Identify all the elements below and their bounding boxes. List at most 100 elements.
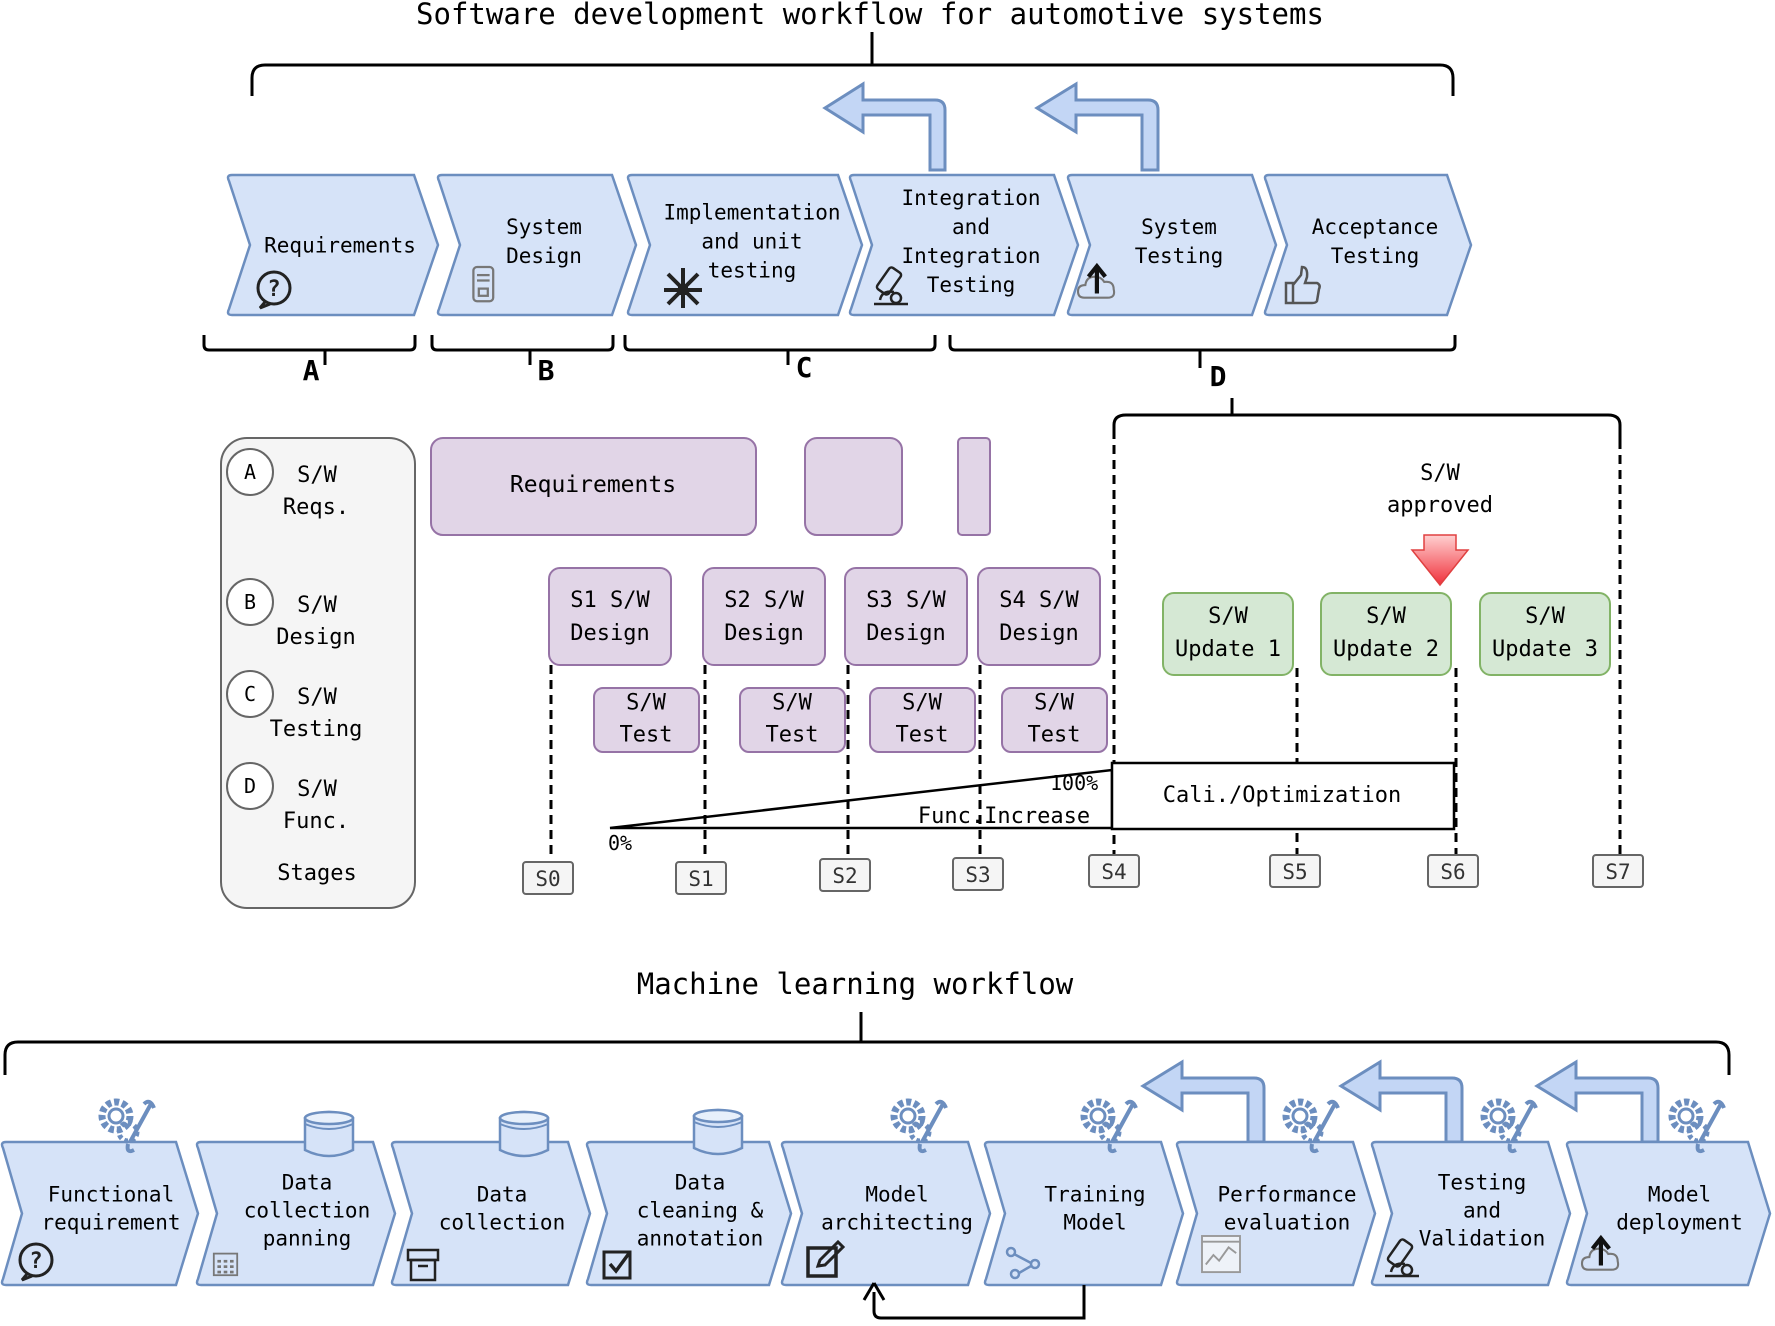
stage-label-s4: S4: [1088, 854, 1140, 888]
ml-workflow-title: Machine learning workflow: [637, 967, 1074, 1001]
database-icon: [498, 1110, 550, 1158]
stage-label-s1: S1: [675, 861, 727, 895]
ml-chevron-label-line: architecting: [821, 1210, 973, 1234]
sw-chevron-label-line: Testing: [1331, 244, 1420, 268]
legend-label-line: Design: [276, 625, 355, 650]
sw-chevron-label-line: and unit: [701, 229, 802, 253]
design-box-label-line: S4 S/W: [999, 588, 1079, 613]
ml-chevron-label-line: evaluation: [1224, 1210, 1350, 1234]
ml-chevron-label-line: Data: [477, 1182, 528, 1206]
stage-label-s3: S3: [952, 857, 1004, 891]
legend-label-line: Func.: [283, 809, 349, 834]
ml-chevron-label-line: and: [1463, 1198, 1501, 1222]
ml-feedback-arrow-testing: [1338, 1059, 1464, 1144]
stage-label-text: S5: [1282, 860, 1307, 884]
stage-label-text: S6: [1440, 860, 1465, 884]
gears-icon: [1282, 1098, 1340, 1154]
design-box-label-line: Design: [724, 621, 803, 646]
design-box-2: S2 S/W Design: [702, 567, 826, 666]
ml-chevron-label-line: collection: [244, 1198, 370, 1222]
group-bracket-d: D: [948, 335, 1457, 393]
test-box-label-line: Test: [896, 723, 949, 748]
test-box-label-line: S/W: [626, 691, 666, 716]
feedback-arrow-integration: [822, 81, 947, 172]
training-loop-arrowhead: [862, 1282, 886, 1301]
requirements-box: [430, 437, 757, 536]
ml-title-bracket: [3, 1040, 1731, 1075]
design-box-label-line: Design: [866, 621, 945, 646]
legend-letter: B: [244, 590, 256, 614]
sw-chevron-label-line: Requirements: [264, 233, 416, 257]
legend-letter: C: [244, 682, 256, 706]
group-label-a: A: [303, 354, 320, 387]
gears-icon: [1080, 1098, 1138, 1154]
edit-icon: [806, 1239, 846, 1278]
share-nodes-icon: [1005, 1246, 1041, 1280]
update-box-label-line: Update 3: [1492, 637, 1598, 662]
func-end-label: 100%: [1050, 771, 1098, 795]
stage-label-text: S0: [535, 867, 560, 891]
ml-chevron-label-line: deployment: [1616, 1210, 1742, 1234]
test-box-label-line: S/W: [902, 691, 942, 716]
update-box-label-line: S/W: [1525, 604, 1565, 629]
question-icon: ?: [256, 270, 292, 310]
ml-chevron-label-line: panning: [263, 1226, 352, 1250]
design-box-label-line: S2 S/W: [724, 588, 804, 613]
stage-label-text: S7: [1605, 860, 1630, 884]
update-box-label-line: S/W: [1366, 604, 1406, 629]
gears-icon: [1480, 1098, 1538, 1154]
stage-divider-lines: [549, 430, 1622, 858]
sw-chevron-label-line: Acceptance: [1312, 215, 1438, 239]
question-icon: ?: [18, 1242, 54, 1282]
stage-label-s2: S2: [819, 858, 871, 892]
svg-text:?: ?: [267, 277, 280, 302]
design-box-3: S3 S/W Design: [844, 567, 968, 666]
update-box-label-line: S/W: [1208, 604, 1248, 629]
group-bracket-b: B: [430, 335, 615, 387]
legend-label-line: S/W: [297, 463, 337, 488]
sw-chevron-label-line: Testing: [1135, 244, 1224, 268]
group-bracket-c: C: [623, 335, 937, 384]
feedback-arrow-system-testing: [1034, 81, 1160, 172]
test-box-label-line: Test: [766, 723, 819, 748]
training-loop-arrow: [872, 1285, 1086, 1320]
sw-chevron-label-line: Testing: [927, 273, 1016, 297]
cloud-upload-icon: [1580, 1234, 1620, 1271]
design-box-label-line: S3 S/W: [866, 588, 946, 613]
legend-letter: D: [244, 774, 256, 798]
calendar-icon: [212, 1252, 239, 1277]
approved-label-line2: approved: [1387, 493, 1493, 518]
requirements-box-3: [957, 437, 991, 536]
stage-label-text: S1: [688, 867, 713, 891]
ml-feedback-arrow-deployment: [1534, 1059, 1660, 1144]
svg-text:?: ?: [29, 1249, 42, 1274]
ml-chevron-label-line: Data: [675, 1170, 726, 1194]
legend-label-line: Testing: [270, 717, 363, 742]
stage-label-text: S2: [832, 864, 857, 888]
approved-label-line1: S/W: [1420, 461, 1460, 486]
requirements-box-2: [804, 437, 903, 536]
ml-chevron-label-line: cleaning &: [637, 1198, 764, 1222]
calibration-label: Cali./Optimization: [1163, 783, 1401, 808]
ml-chevron-label-line: Validation: [1419, 1226, 1545, 1250]
sw-chevron-label-line: Implementation: [663, 200, 840, 224]
update-box-3: S/W Update 3: [1479, 592, 1611, 676]
